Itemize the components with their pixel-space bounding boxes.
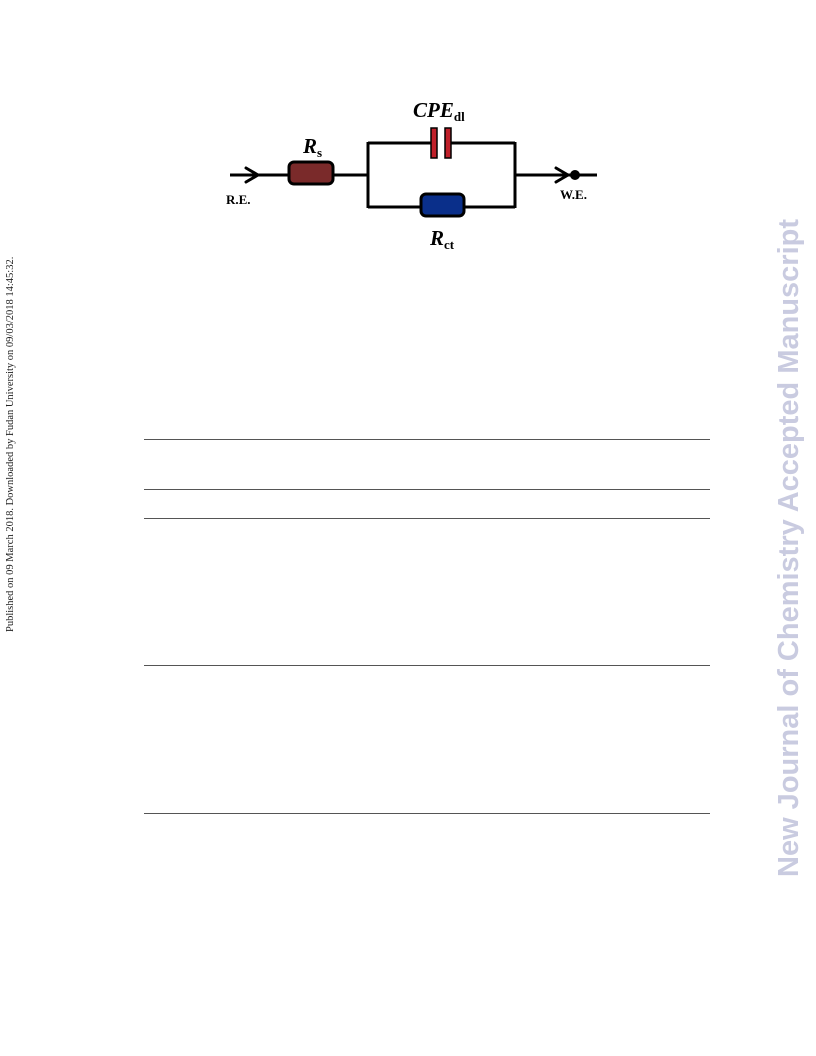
terminal-dot-icon (570, 170, 580, 180)
table-rule-header-top (144, 489, 710, 490)
table-rule-top (144, 439, 710, 440)
label-working-electrode: W.E. (560, 187, 587, 202)
label-cpe: CPEdl (413, 98, 465, 124)
journal-watermark: New Journal of Chemistry Accepted Manusc… (773, 218, 805, 877)
publication-margin-note: Published on 09 March 2018. Downloaded b… (5, 256, 16, 632)
cpe-plate-left (430, 127, 438, 159)
table-rule-middle (144, 665, 710, 666)
label-rct: Rct (429, 226, 455, 252)
cpe-plate-right (444, 127, 452, 159)
resistor-rs (287, 160, 335, 186)
table-rule-bottom (144, 813, 710, 814)
equivalent-circuit-diagram: Rs CPEdl Rct R.E. W.E. (226, 98, 597, 252)
label-reference-electrode: R.E. (226, 192, 251, 207)
arrow-output-icon (554, 166, 570, 184)
resistor-rct (419, 192, 466, 218)
arrow-input-icon (244, 166, 260, 184)
table-rule-header-bottom (144, 518, 710, 519)
label-rs: Rs (302, 134, 322, 160)
